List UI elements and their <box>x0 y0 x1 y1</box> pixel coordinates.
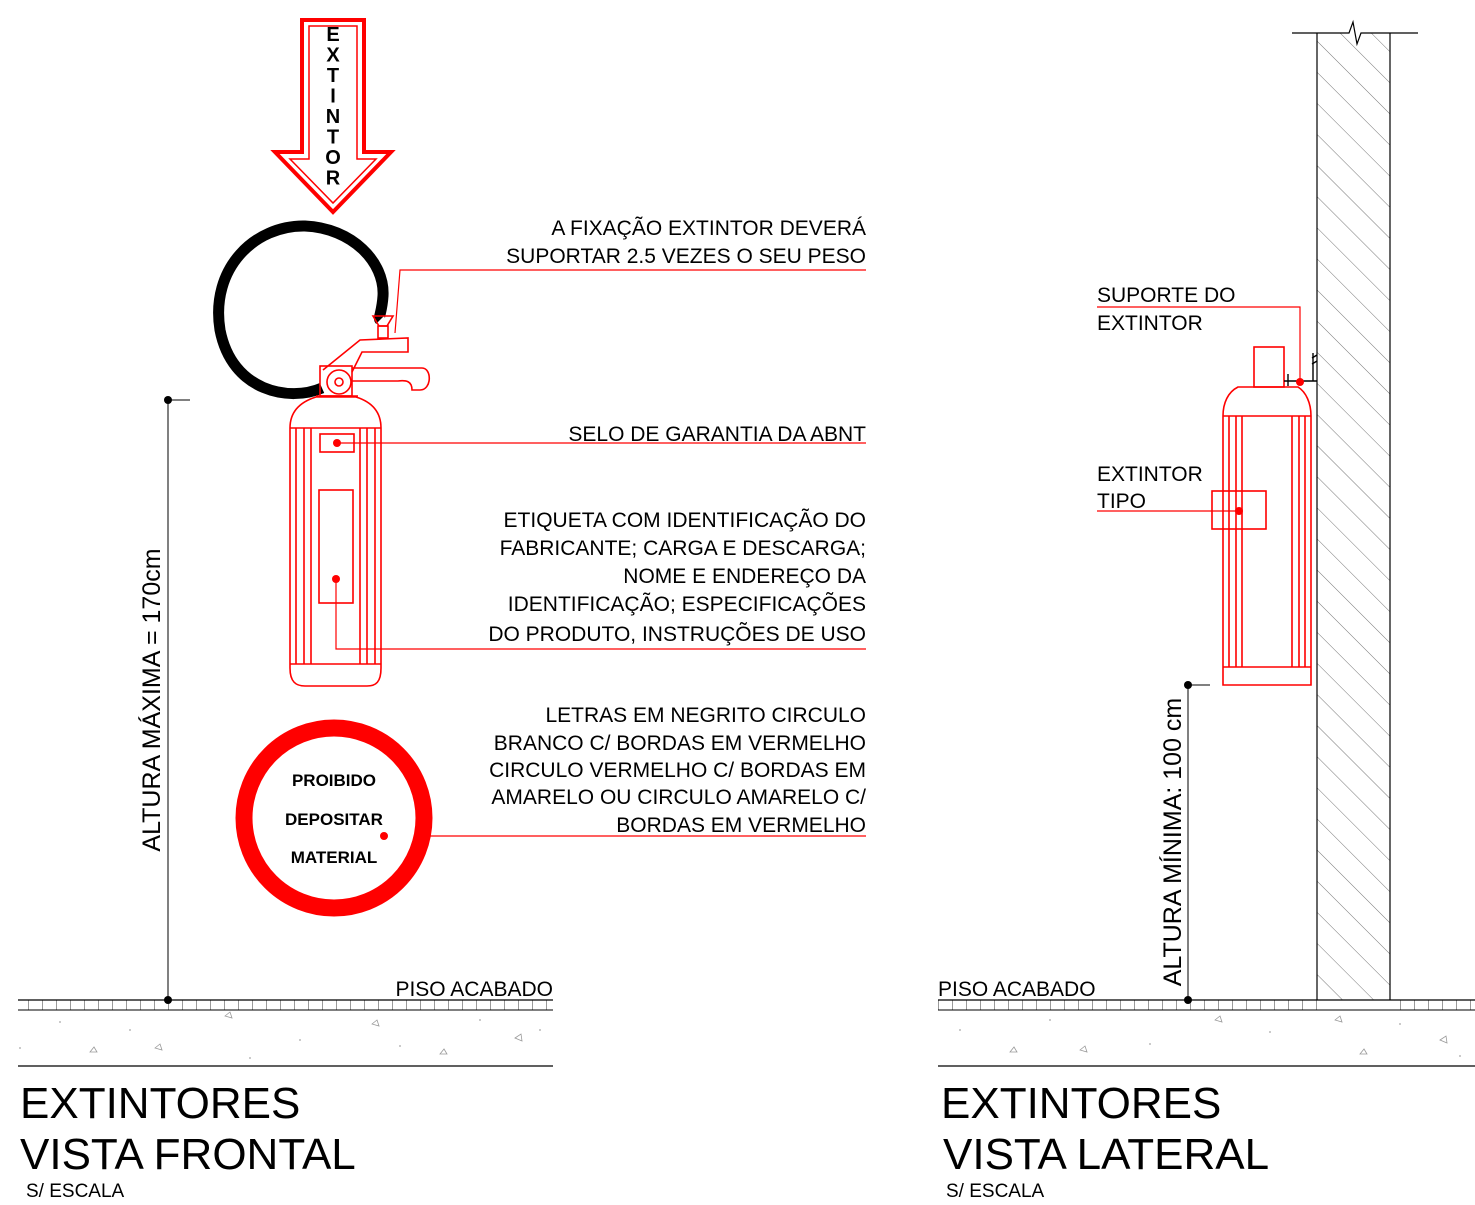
side-leader-lines <box>1097 306 1301 512</box>
svg-text:PISO ACABADO: PISO ACABADO <box>395 978 553 1001</box>
svg-text:NOME E ENDEREÇO DA: NOME E ENDEREÇO DA <box>623 565 866 588</box>
svg-text:AMARELO OU CIRCULO AMARELO C/: AMARELO OU CIRCULO AMARELO C/ <box>491 786 866 809</box>
wall-section <box>1292 19 1418 1000</box>
svg-text:DEPOSITAR: DEPOSITAR <box>285 810 383 829</box>
svg-text:SELO DE GARANTIA DA ABNT: SELO DE GARANTIA DA ABNT <box>568 423 866 446</box>
side-view-title: EXTINTORES VISTA LATERAL S/ ESCALA <box>941 1079 1269 1202</box>
svg-text:CIRCULO VERMELHO C/ BORDAS EM: CIRCULO VERMELHO C/ BORDAS EM <box>489 759 866 782</box>
arrow-sign-letter: R <box>326 168 341 190</box>
note-fixation: A FIXAÇÃO EXTINTOR DEVERÁ SUPORTAR 2.5 V… <box>506 216 866 268</box>
svg-text:EXTINTORES: EXTINTORES <box>941 1079 1221 1128</box>
prohibited-sign: PROIBIDO DEPOSITAR MATERIAL <box>235 719 433 917</box>
note-extinguisher-support: SUPORTE DO EXTINTOR <box>1097 284 1235 335</box>
svg-text:FABRICANTE; CARGA E DESCARGA;: FABRICANTE; CARGA E DESCARGA; <box>500 537 866 560</box>
front-floor: PISO ACABADO <box>18 978 553 1067</box>
arrow-sign-letter: T <box>327 65 339 87</box>
note-manufacturer-label: ETIQUETA COM IDENTIFICAÇÃO DO FABRICANTE… <box>488 508 866 646</box>
extinguisher-side-body <box>1211 346 1312 686</box>
arrow-sign-letter: X <box>326 45 340 67</box>
svg-text:SUPORTE DO: SUPORTE DO <box>1097 284 1235 307</box>
note-abnt-seal: SELO DE GARANTIA DA ABNT <box>568 423 866 446</box>
note-extinguisher-type: EXTINTOR TIPO <box>1097 463 1203 513</box>
svg-text:SUPORTAR 2.5 VEZES O SEU PESO: SUPORTAR 2.5 VEZES O SEU PESO <box>506 245 866 268</box>
min-height-dimension: ALTURA MÍNIMA: 100 cm <box>1158 681 1210 1004</box>
svg-text:ETIQUETA COM IDENTIFICAÇÃO DO: ETIQUETA COM IDENTIFICAÇÃO DO <box>504 508 866 532</box>
note-sign-letters: LETRAS EM NEGRITO CIRCULO BRANCO C/ BORD… <box>489 704 866 837</box>
arrow-sign-letters: EXTINTOR <box>325 24 341 190</box>
svg-text:VISTA LATERAL: VISTA LATERAL <box>943 1130 1269 1179</box>
svg-text:BORDAS EM VERMELHO: BORDAS EM VERMELHO <box>616 814 866 837</box>
arrow-sign-letter: E <box>326 24 339 46</box>
svg-text:S/ ESCALA: S/ ESCALA <box>946 1181 1045 1202</box>
side-floor: PISO ACABADO <box>938 978 1475 1067</box>
side-leader-dots <box>1235 378 1304 515</box>
svg-text:ALTURA MÍNIMA: 100 cm: ALTURA MÍNIMA: 100 cm <box>1158 698 1187 987</box>
svg-text:A FIXAÇÃO EXTINTOR DEVERÁ: A FIXAÇÃO EXTINTOR DEVERÁ <box>551 216 866 240</box>
arrow-sign-letter: O <box>325 147 341 169</box>
extintor-arrow-sign: EXTINTOR <box>270 18 396 215</box>
svg-text:TIPO: TIPO <box>1097 490 1146 513</box>
svg-text:S/ ESCALA: S/ ESCALA <box>26 1181 125 1202</box>
type-label-box <box>1211 490 1267 530</box>
svg-text:ALTURA MÁXIMA = 170cm: ALTURA MÁXIMA = 170cm <box>137 548 166 851</box>
front-leader-dots <box>332 439 341 583</box>
arrow-sign-letter: I <box>330 86 336 108</box>
svg-text:BRANCO C/ BORDAS EM VERMELHO: BRANCO C/ BORDAS EM VERMELHO <box>494 732 866 755</box>
svg-text:PROIBIDO: PROIBIDO <box>292 771 376 790</box>
front-leader-lines <box>335 269 866 837</box>
svg-text:EXTINTORES: EXTINTORES <box>20 1079 300 1128</box>
extinguisher-valve <box>316 315 431 397</box>
svg-text:MATERIAL: MATERIAL <box>291 848 378 867</box>
arrow-sign-letter: T <box>327 127 339 149</box>
svg-text:DO PRODUTO, INSTRUÇÕES DE USO: DO PRODUTO, INSTRUÇÕES DE USO <box>488 622 866 646</box>
svg-text:IDENTIFICAÇÃO; ESPECIFICAÇÕES: IDENTIFICAÇÃO; ESPECIFICAÇÕES <box>508 592 866 616</box>
svg-text:LETRAS EM NEGRITO CIRCULO: LETRAS EM NEGRITO CIRCULO <box>546 704 867 727</box>
extinguisher-hose <box>213 220 389 400</box>
front-view-title: EXTINTORES VISTA FRONTAL S/ ESCALA <box>20 1079 356 1202</box>
max-height-dimension: ALTURA MÁXIMA = 170cm <box>137 396 190 1004</box>
svg-text:VISTA FRONTAL: VISTA FRONTAL <box>20 1130 356 1179</box>
svg-text:EXTINTOR: EXTINTOR <box>1097 463 1203 486</box>
svg-text:EXTINTOR: EXTINTOR <box>1097 312 1203 335</box>
svg-text:PISO ACABADO: PISO ACABADO <box>938 978 1096 1001</box>
arrow-sign-letter: N <box>326 106 340 128</box>
